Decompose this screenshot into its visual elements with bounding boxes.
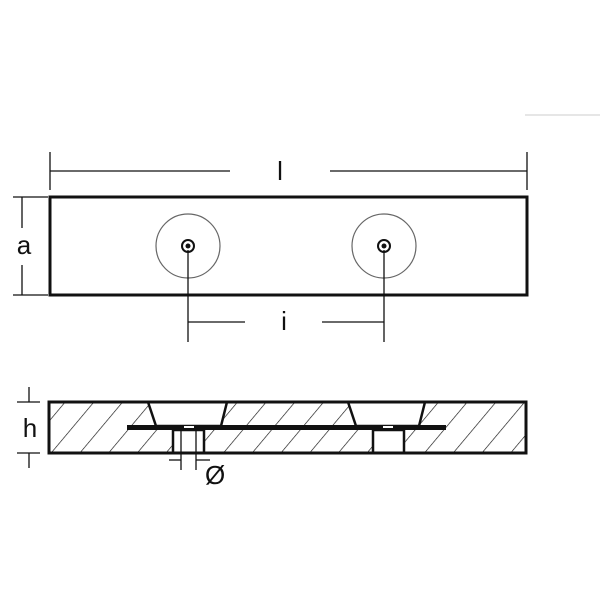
section-view [47,400,528,455]
dimension-height [17,387,40,468]
plate-outline [48,195,529,297]
steel-strap [127,425,446,430]
top-view [48,195,529,297]
hole-center-left [185,243,191,249]
strap-hole-right [383,426,393,428]
height-label: h [23,413,37,443]
countersink-left [146,400,229,428]
strap-hole-left [184,426,194,428]
hole-center-right [381,243,387,249]
hole-section-right [371,428,406,455]
hole-section-left [171,428,206,455]
dimension-width [13,196,48,296]
dimension-length [49,152,528,190]
dimension-hole-diameter [169,430,210,470]
section-outline [47,400,528,455]
width-label: a [17,230,32,260]
hole-spacing-label: i [281,306,287,336]
hole-diameter-label: Ø [205,460,225,490]
length-label: l [277,156,283,186]
dimension-hole-spacing [187,250,385,342]
countersink-right [346,400,427,428]
